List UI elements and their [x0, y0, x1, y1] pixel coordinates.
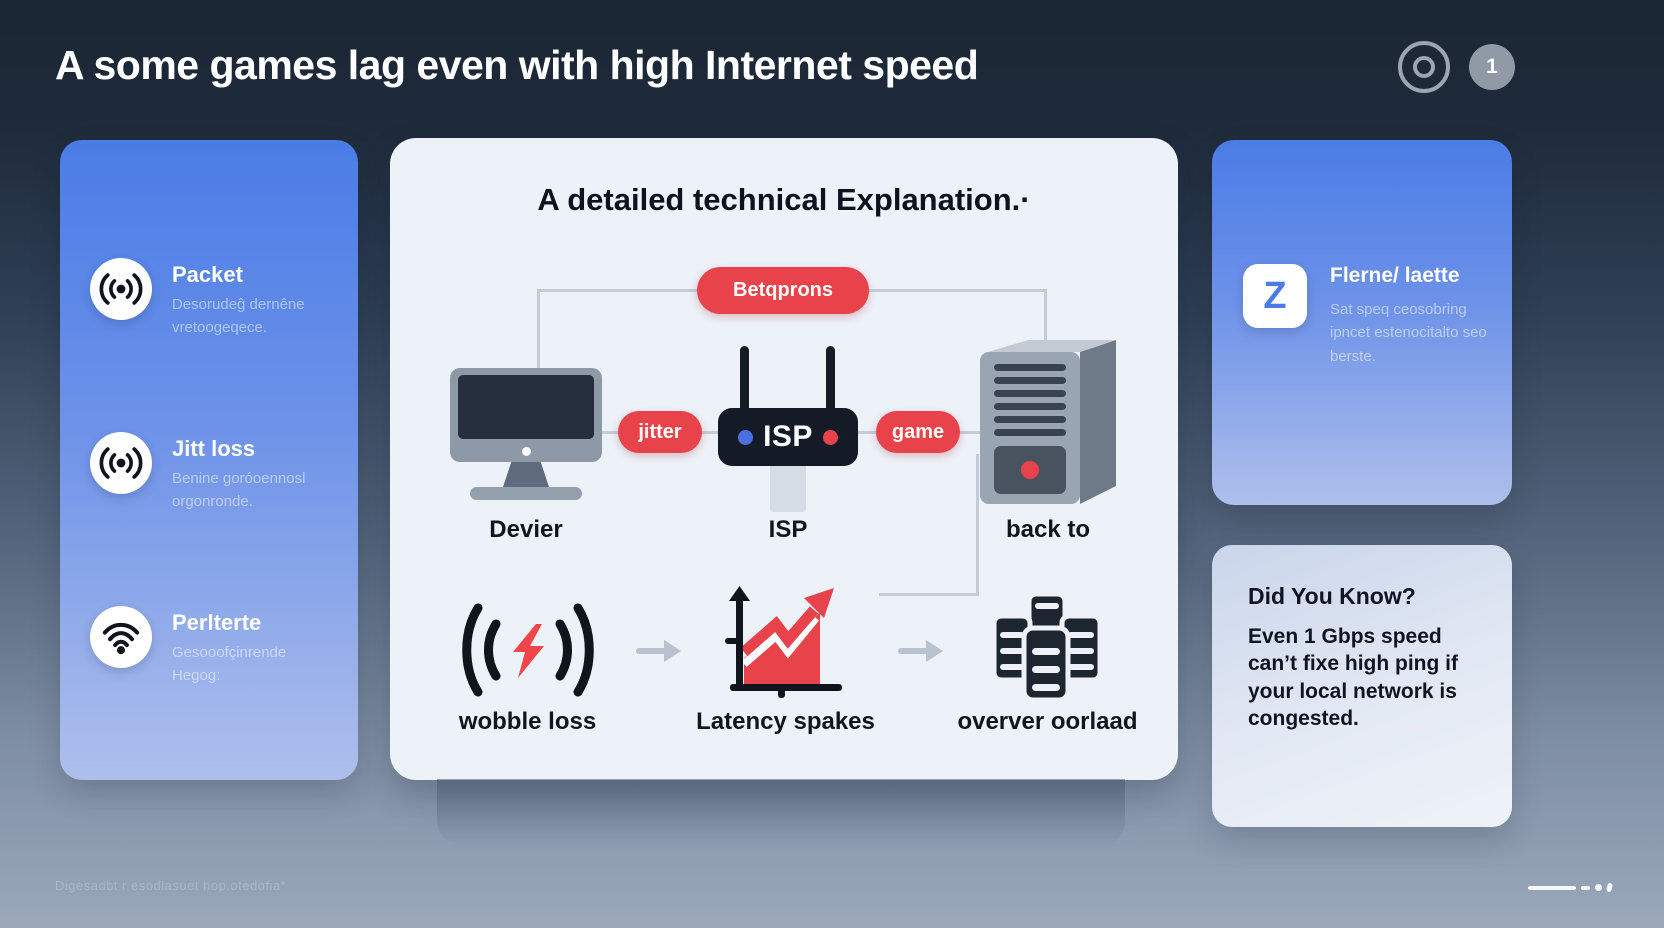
right-feature-panel: Z Flerne/ laette Sat speq ceosobring ipn… [1212, 140, 1512, 505]
did-you-know-card: Did You Know? Even 1 Gbps speed can’t fi… [1212, 545, 1512, 827]
list-item-perlterte: Perlterte Gesooofçinrende Hegog: [90, 606, 335, 687]
signal-broadcast-icon [90, 432, 152, 494]
network-pill: Betqprons [697, 267, 869, 314]
arrow-right-icon [636, 640, 681, 662]
signal-interference-icon [462, 603, 594, 697]
server-overload-label: overver oorlaad [957, 708, 1138, 735]
connector-line [537, 289, 699, 292]
item-description: Gesooofçinrende Hegog: [172, 644, 287, 684]
arrow-right-icon [898, 640, 943, 662]
jitter-pill: jitter [618, 411, 702, 453]
page-title: A some games lag even with high Internet… [55, 42, 979, 88]
signal-broadcast-icon [90, 258, 152, 320]
router-antenna [740, 346, 749, 412]
router-led-red [822, 429, 838, 445]
corner-comma-mark [1605, 882, 1614, 893]
item-title: Packet [172, 262, 243, 287]
wobble-loss-label: wobble loss [458, 708, 597, 735]
server-label: back to [1005, 516, 1091, 543]
diagram-card: A detailed technical Explanation.· Betqp… [390, 138, 1178, 780]
isp-label: ISP [768, 516, 808, 543]
item-description: Desorudeĝ dernêne vretoogeqece. [172, 296, 305, 336]
speed-app-icon: Z [1243, 264, 1307, 328]
target-icon[interactable] [1398, 41, 1450, 93]
connector-line [537, 289, 540, 375]
connector-line [879, 593, 979, 596]
feature-description: Sat speq ceosobring ipncet estenocitalto… [1330, 301, 1487, 365]
list-item-packet: Packet Desorudeĝ dernêne vretoogeqece. [90, 258, 335, 339]
connector-line [976, 454, 979, 596]
item-title: Perlterte [172, 610, 262, 635]
server-tower-icon [980, 340, 1116, 504]
did-you-know-body: Even 1 Gbps speed can’t fixe high ping i… [1248, 625, 1458, 730]
item-title: Jitt loss [172, 436, 256, 461]
page-number-badge[interactable]: 1 [1469, 44, 1515, 90]
corner-dash-mark [1528, 886, 1576, 890]
item-description: Benine goróoennosl orgonronde. [172, 470, 306, 510]
router-led-blue [738, 429, 754, 445]
corner-dash-mark [1581, 886, 1590, 890]
isp-router-icon: ISP [718, 346, 858, 514]
left-panel: Packet Desorudeĝ dernêne vretoogeqece. J… [60, 140, 358, 780]
target-icon-inner-ring [1413, 56, 1435, 78]
server-cluster-icon [991, 591, 1103, 702]
footer-note: Digesadbt r esodlasuet hop.otedofia* [55, 878, 287, 893]
latency-chart-icon [725, 586, 842, 698]
connector-line [867, 289, 1047, 292]
router-stand [770, 464, 806, 512]
computer-monitor-icon [450, 368, 602, 500]
connector-line [1044, 289, 1047, 341]
corner-dot-mark [1595, 884, 1602, 891]
router-body: ISP [718, 408, 858, 466]
router-antenna [826, 346, 835, 412]
z-glyph: Z [1263, 275, 1287, 317]
game-pill: game [876, 411, 960, 453]
latency-spikes-label: Latency spakes [696, 708, 875, 735]
wifi-icon [90, 606, 152, 668]
card-shadow-pedestal [437, 779, 1125, 845]
did-you-know-heading: Did You Know? [1248, 583, 1416, 609]
router-label: ISP [763, 420, 813, 453]
list-item-jitt-loss: Jitt loss Benine goróoennosl orgonronde. [90, 432, 335, 513]
feature-title: Flerne/ laette [1330, 264, 1460, 287]
device-label: Devier [489, 516, 563, 543]
diagram-title: A detailed technical Explanation.· [537, 182, 1031, 217]
